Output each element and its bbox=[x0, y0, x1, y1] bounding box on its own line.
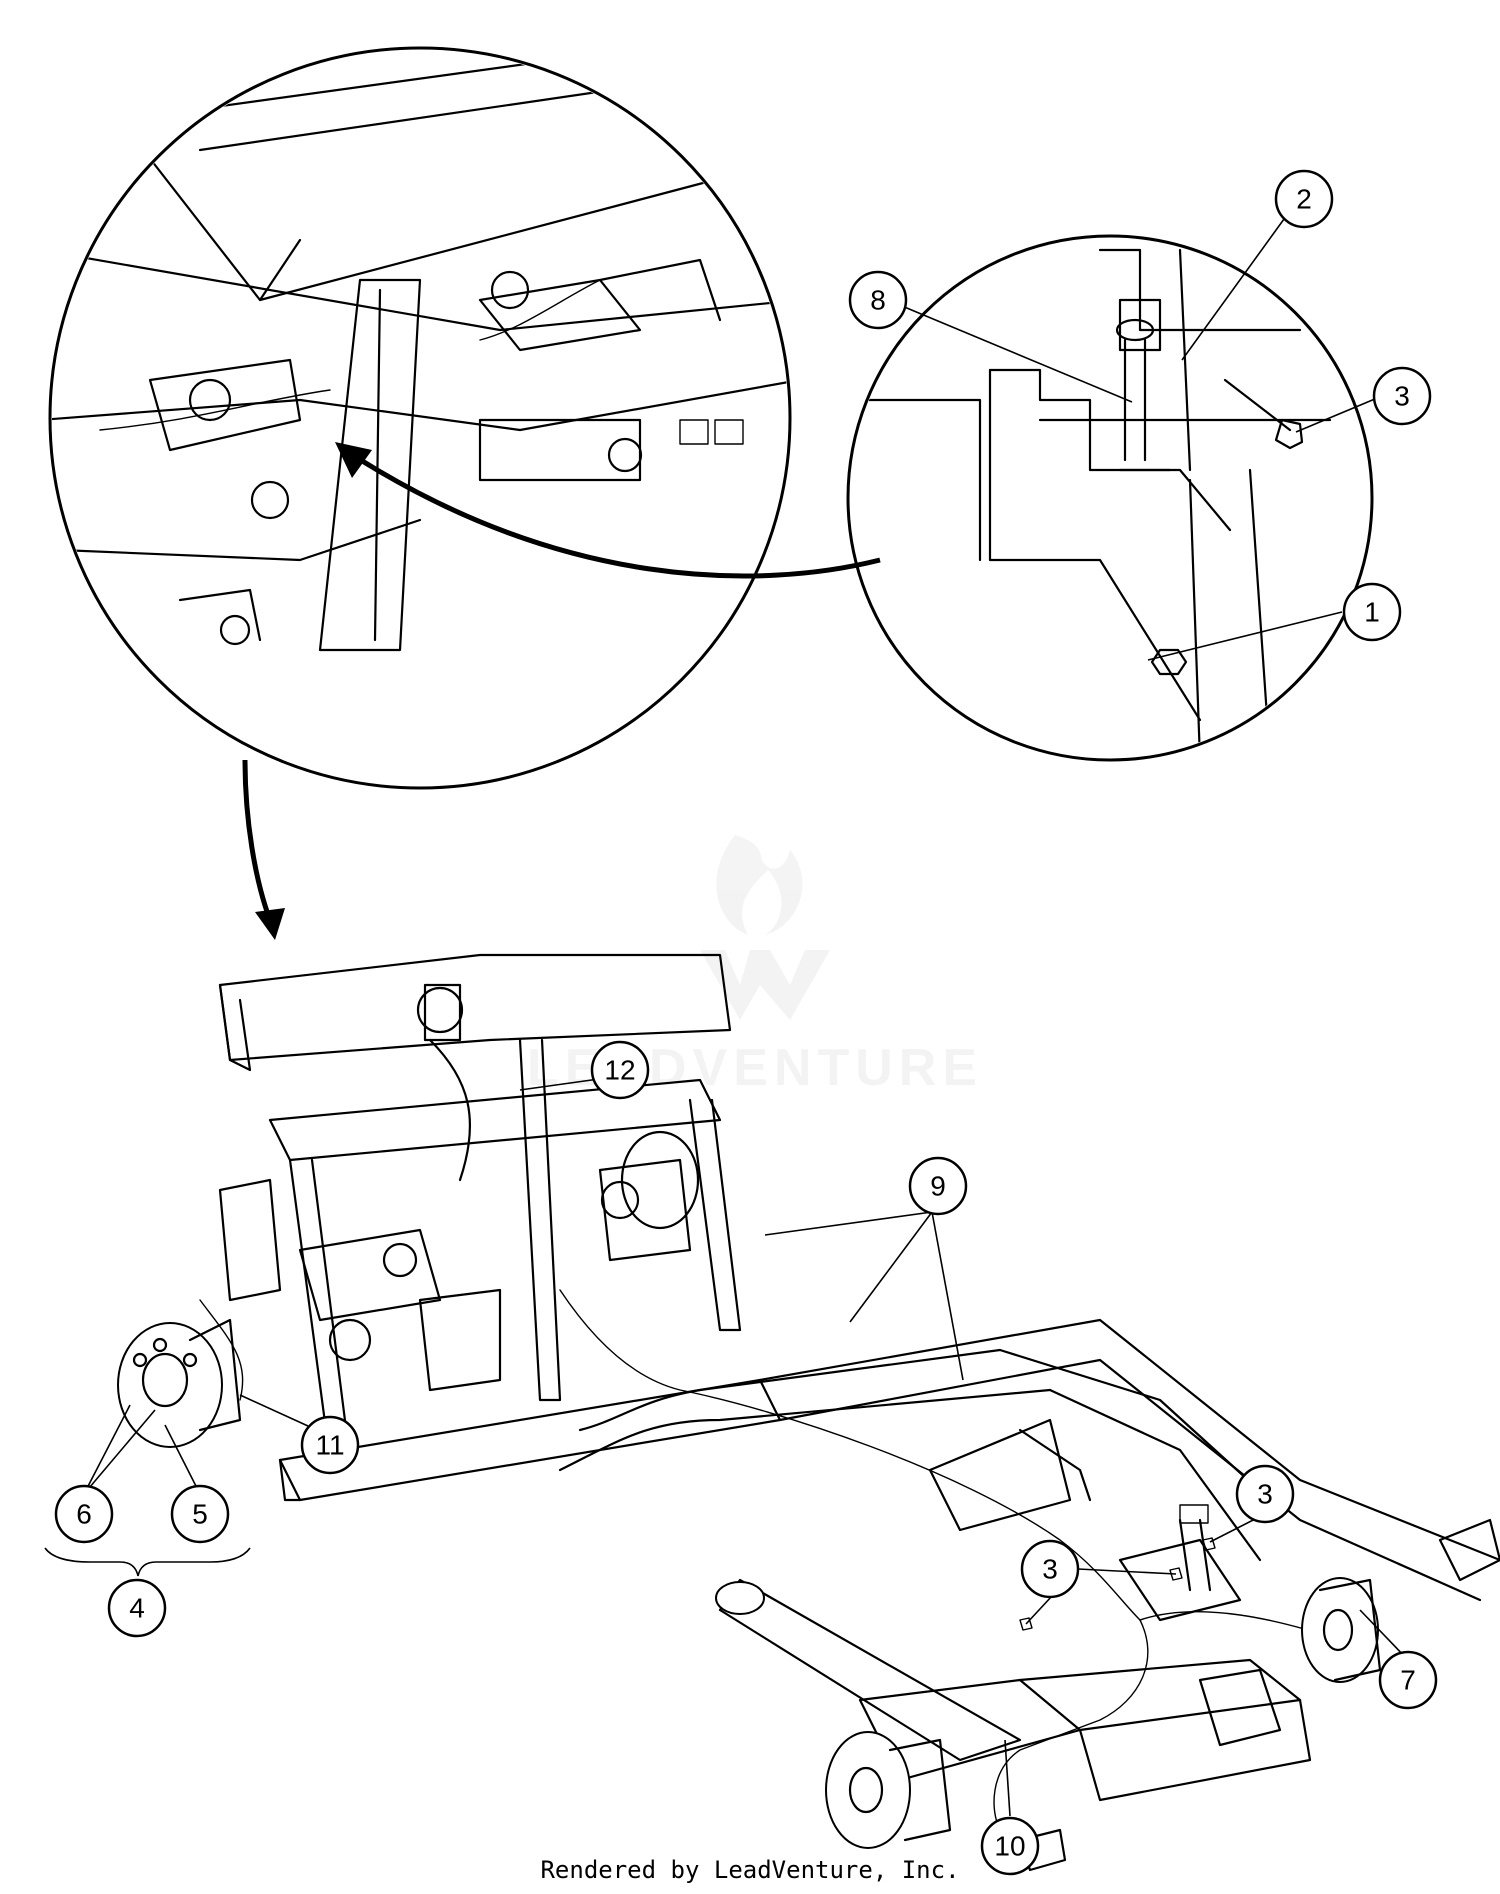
callout-8: 8 bbox=[848, 270, 908, 330]
svg-text:10: 10 bbox=[994, 1831, 1025, 1862]
callout-2: 2 bbox=[1274, 169, 1334, 229]
frame-assembly bbox=[117, 953, 1500, 1872]
svg-text:4: 4 bbox=[129, 1593, 145, 1624]
svg-text:1: 1 bbox=[1364, 597, 1380, 628]
svg-text:3: 3 bbox=[1257, 1479, 1273, 1510]
callout-1: 1 bbox=[1342, 582, 1402, 642]
svg-text:12: 12 bbox=[604, 1055, 635, 1086]
callout-9: 9 bbox=[908, 1156, 968, 1216]
detail-view-small bbox=[846, 234, 1374, 762]
detail-view-large bbox=[48, 46, 792, 790]
leader-lines bbox=[44, 207, 1409, 1817]
callout-3-right: 3 bbox=[1235, 1464, 1295, 1524]
svg-text:9: 9 bbox=[930, 1171, 946, 1202]
svg-text:8: 8 bbox=[870, 285, 886, 316]
svg-text:11: 11 bbox=[315, 1430, 344, 1461]
footer-credit: Rendered by LeadVenture, Inc. bbox=[540, 1856, 960, 1884]
callout-4: 4 bbox=[107, 1578, 167, 1638]
svg-text:7: 7 bbox=[1400, 1665, 1416, 1696]
callout-12: 12 bbox=[590, 1040, 650, 1100]
callout-3-middle: 3 bbox=[1020, 1539, 1080, 1599]
callout-5: 5 bbox=[170, 1484, 230, 1544]
callout-10: 10 bbox=[980, 1816, 1040, 1876]
callout-11: 11 bbox=[300, 1415, 360, 1475]
callout-6: 6 bbox=[54, 1484, 114, 1544]
svg-text:6: 6 bbox=[76, 1499, 92, 1530]
detail-arrow-right bbox=[335, 442, 881, 579]
callout-3-detail: 3 bbox=[1372, 366, 1432, 426]
svg-text:2: 2 bbox=[1296, 184, 1312, 215]
detail-arrow-down bbox=[242, 759, 285, 940]
svg-text:5: 5 bbox=[192, 1499, 208, 1530]
svg-text:3: 3 bbox=[1394, 381, 1410, 412]
callout-7: 7 bbox=[1378, 1650, 1438, 1710]
svg-text:3: 3 bbox=[1042, 1554, 1058, 1585]
